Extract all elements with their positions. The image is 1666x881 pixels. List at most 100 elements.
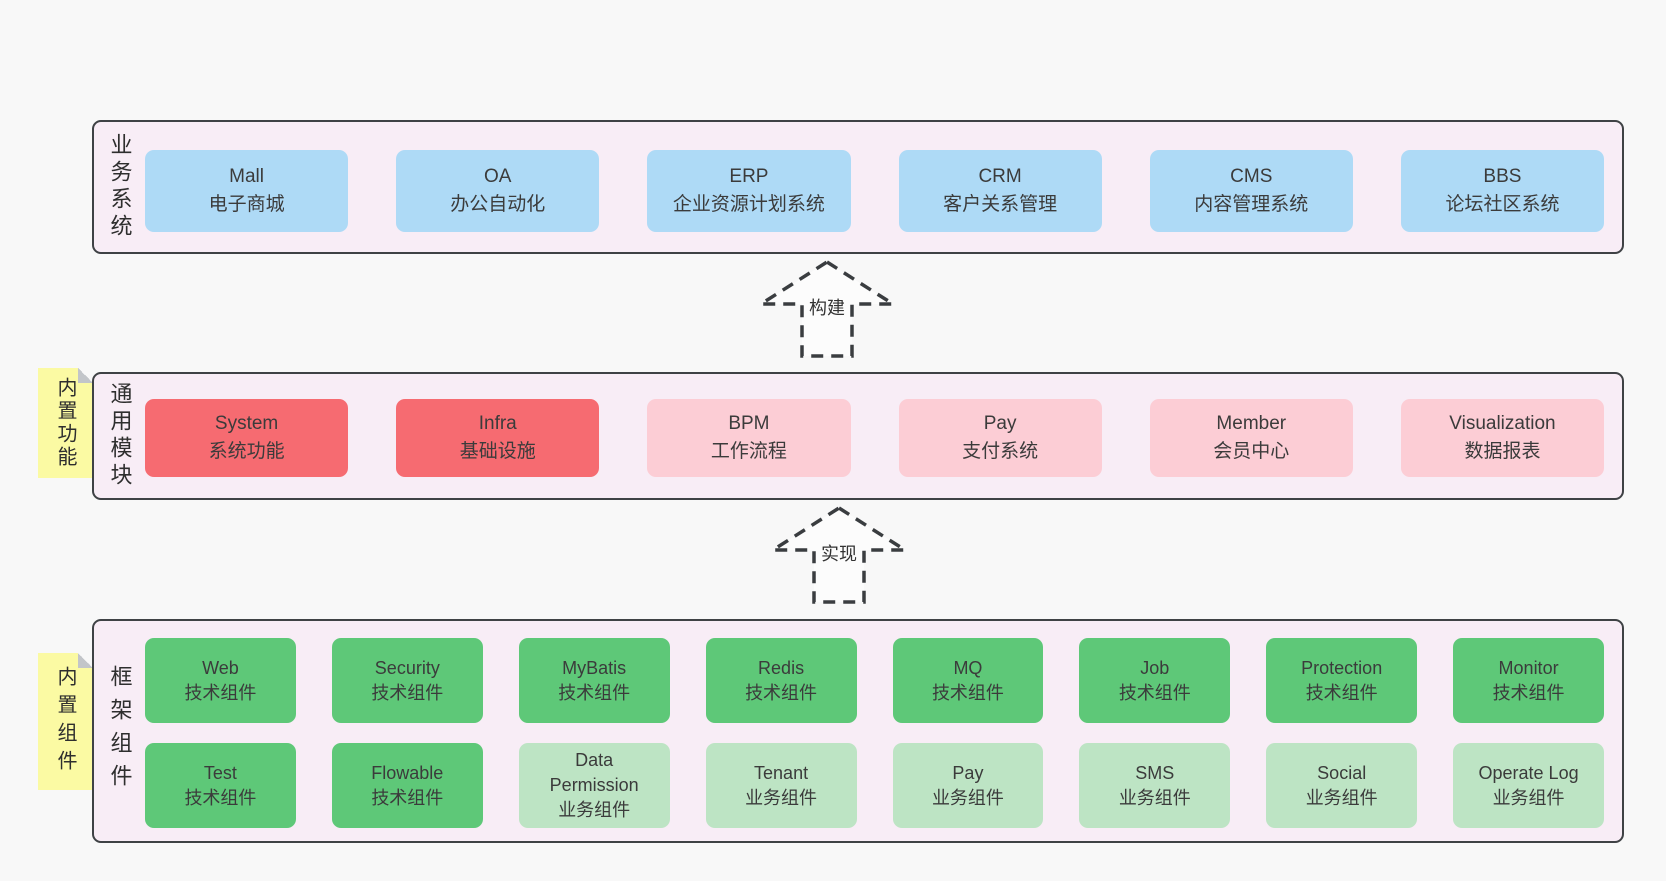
box-sub: 技术组件 [1305, 682, 1378, 703]
box-name: Protection [1301, 657, 1383, 678]
layer-label-business-systems: 业务系统 [107, 133, 133, 241]
framework-components-row-2: Test 技术组件 Flowable 技术组件 Data Permission 业务组件 T… [145, 743, 1604, 828]
box-name: Monitor [1498, 657, 1559, 678]
box-name: MyBatis [562, 657, 627, 678]
box-name: Pay [952, 762, 984, 783]
box-visualization: Visualization 数据报表 [1400, 399, 1605, 477]
box-oa: OA 办公自动化 [396, 150, 600, 232]
note-text: 内置组件 [54, 665, 76, 778]
box-name: Pay [983, 412, 1017, 434]
common-modules-row: System 系统功能 Infra 基础设施 BPM 工作流程 Pay 支付系统 Member 会… [145, 399, 1605, 477]
box-sub: 支付系统 [962, 441, 1039, 462]
box-job: Job 技术组件 [1079, 638, 1231, 723]
box-name: Redis [758, 657, 805, 678]
box-sub: 办公自动化 [450, 194, 546, 215]
box-name: SMS [1135, 762, 1175, 783]
box-flowable: Flowable 技术组件 [331, 743, 483, 828]
box-pay: Pay 业务组件 [892, 743, 1044, 828]
box-sub: 论坛社区系统 [1445, 194, 1560, 215]
implement-arrow: 实现 [769, 505, 909, 605]
note-text: 内置功能 [54, 377, 76, 469]
box-sub: 技术组件 [1492, 682, 1565, 703]
box-name: ERP [729, 165, 769, 187]
box-sub: 技术组件 [184, 682, 257, 703]
box-pay: Pay 支付系统 [898, 399, 1102, 477]
box-sub: 系统功能 [208, 441, 285, 462]
box-mq: MQ 技术组件 [892, 638, 1044, 723]
box-sub: 技术组件 [371, 682, 444, 703]
box-mybatis: MyBatis 技术组件 [518, 638, 670, 723]
box-name: Social [1317, 762, 1367, 783]
box-sub: 技术组件 [745, 682, 818, 703]
box-protection: Protection 技术组件 [1266, 638, 1418, 723]
layer-label-framework-components: 框架组件 [107, 665, 133, 797]
box-name: Web [202, 657, 239, 678]
box-sub: 技术组件 [184, 787, 257, 808]
box-sub: 业务组件 [558, 799, 631, 820]
box-name: Visualization [1449, 412, 1556, 434]
box-name: BPM [728, 412, 770, 434]
box-name: Member [1216, 412, 1287, 434]
box-name: Data Permission [549, 750, 639, 796]
box-test: Test 技术组件 [145, 743, 296, 828]
build-arrow-label: 构建 [805, 292, 849, 327]
box-sub: 业务组件 [1305, 787, 1378, 808]
box-name: Test [203, 762, 237, 783]
box-name: Infra [478, 412, 517, 434]
box-name: Flowable [371, 762, 444, 783]
box-sub: 会员中心 [1213, 441, 1290, 462]
box-sub: 基础设施 [459, 441, 536, 462]
sticky-note-builtin-components: 内置组件 [38, 653, 93, 790]
box-sub: 技术组件 [371, 787, 444, 808]
box-sms: SMS 业务组件 [1079, 743, 1231, 828]
folded-corner-icon [78, 368, 93, 383]
box-name: MQ [953, 657, 983, 678]
box-operate-log: Operate Log 业务组件 [1453, 743, 1604, 828]
box-name: OA [484, 165, 512, 187]
sticky-note-builtin-features: 内置功能 [38, 368, 93, 478]
box-sub: 技术组件 [558, 682, 631, 703]
box-sub: 企业资源计划系统 [672, 194, 825, 215]
layer-label-common-modules: 通用模块 [107, 382, 133, 490]
box-sub: 内容管理系统 [1194, 194, 1309, 215]
box-name: Tenant [754, 762, 809, 783]
layer-common-modules: 通用模块 System 系统功能 Infra 基础设施 BPM 工作流程 Pay 支付系统 Me… [92, 372, 1624, 500]
box-name: BBS [1483, 165, 1522, 187]
build-arrow: 构建 [757, 259, 897, 359]
box-social: Social 业务组件 [1266, 743, 1418, 828]
box-sub: 电子商城 [208, 194, 285, 215]
box-crm: CRM 客户关系管理 [898, 150, 1102, 232]
box-erp: ERP 企业资源计划系统 [647, 150, 851, 232]
box-security: Security 技术组件 [331, 638, 483, 723]
box-name: Security [374, 657, 440, 678]
box-sub: 业务组件 [1118, 787, 1191, 808]
box-monitor: Monitor 技术组件 [1453, 638, 1604, 723]
box-data-permission: Data Permission 业务组件 [518, 743, 670, 828]
box-sub: 技术组件 [931, 682, 1004, 703]
box-infra: Infra 基础设施 [396, 399, 600, 477]
box-sub: 技术组件 [1118, 682, 1191, 703]
box-name: Job [1140, 657, 1170, 678]
box-member: Member 会员中心 [1149, 399, 1353, 477]
box-system: System 系统功能 [145, 399, 349, 477]
box-sub: 业务组件 [1492, 787, 1565, 808]
box-web: Web 技术组件 [145, 638, 296, 723]
box-name: System [214, 412, 279, 434]
box-name: CMS [1230, 165, 1273, 187]
box-redis: Redis 技术组件 [705, 638, 857, 723]
box-name: Operate Log [1478, 762, 1579, 783]
box-cms: CMS 内容管理系统 [1149, 150, 1353, 232]
box-sub: 工作流程 [710, 441, 787, 462]
box-sub: 业务组件 [931, 787, 1004, 808]
box-sub: 数据报表 [1464, 441, 1541, 462]
box-sub: 客户关系管理 [943, 194, 1058, 215]
box-bpm: BPM 工作流程 [647, 399, 851, 477]
box-bbs: BBS 论坛社区系统 [1400, 150, 1605, 232]
box-name: CRM [978, 165, 1022, 187]
